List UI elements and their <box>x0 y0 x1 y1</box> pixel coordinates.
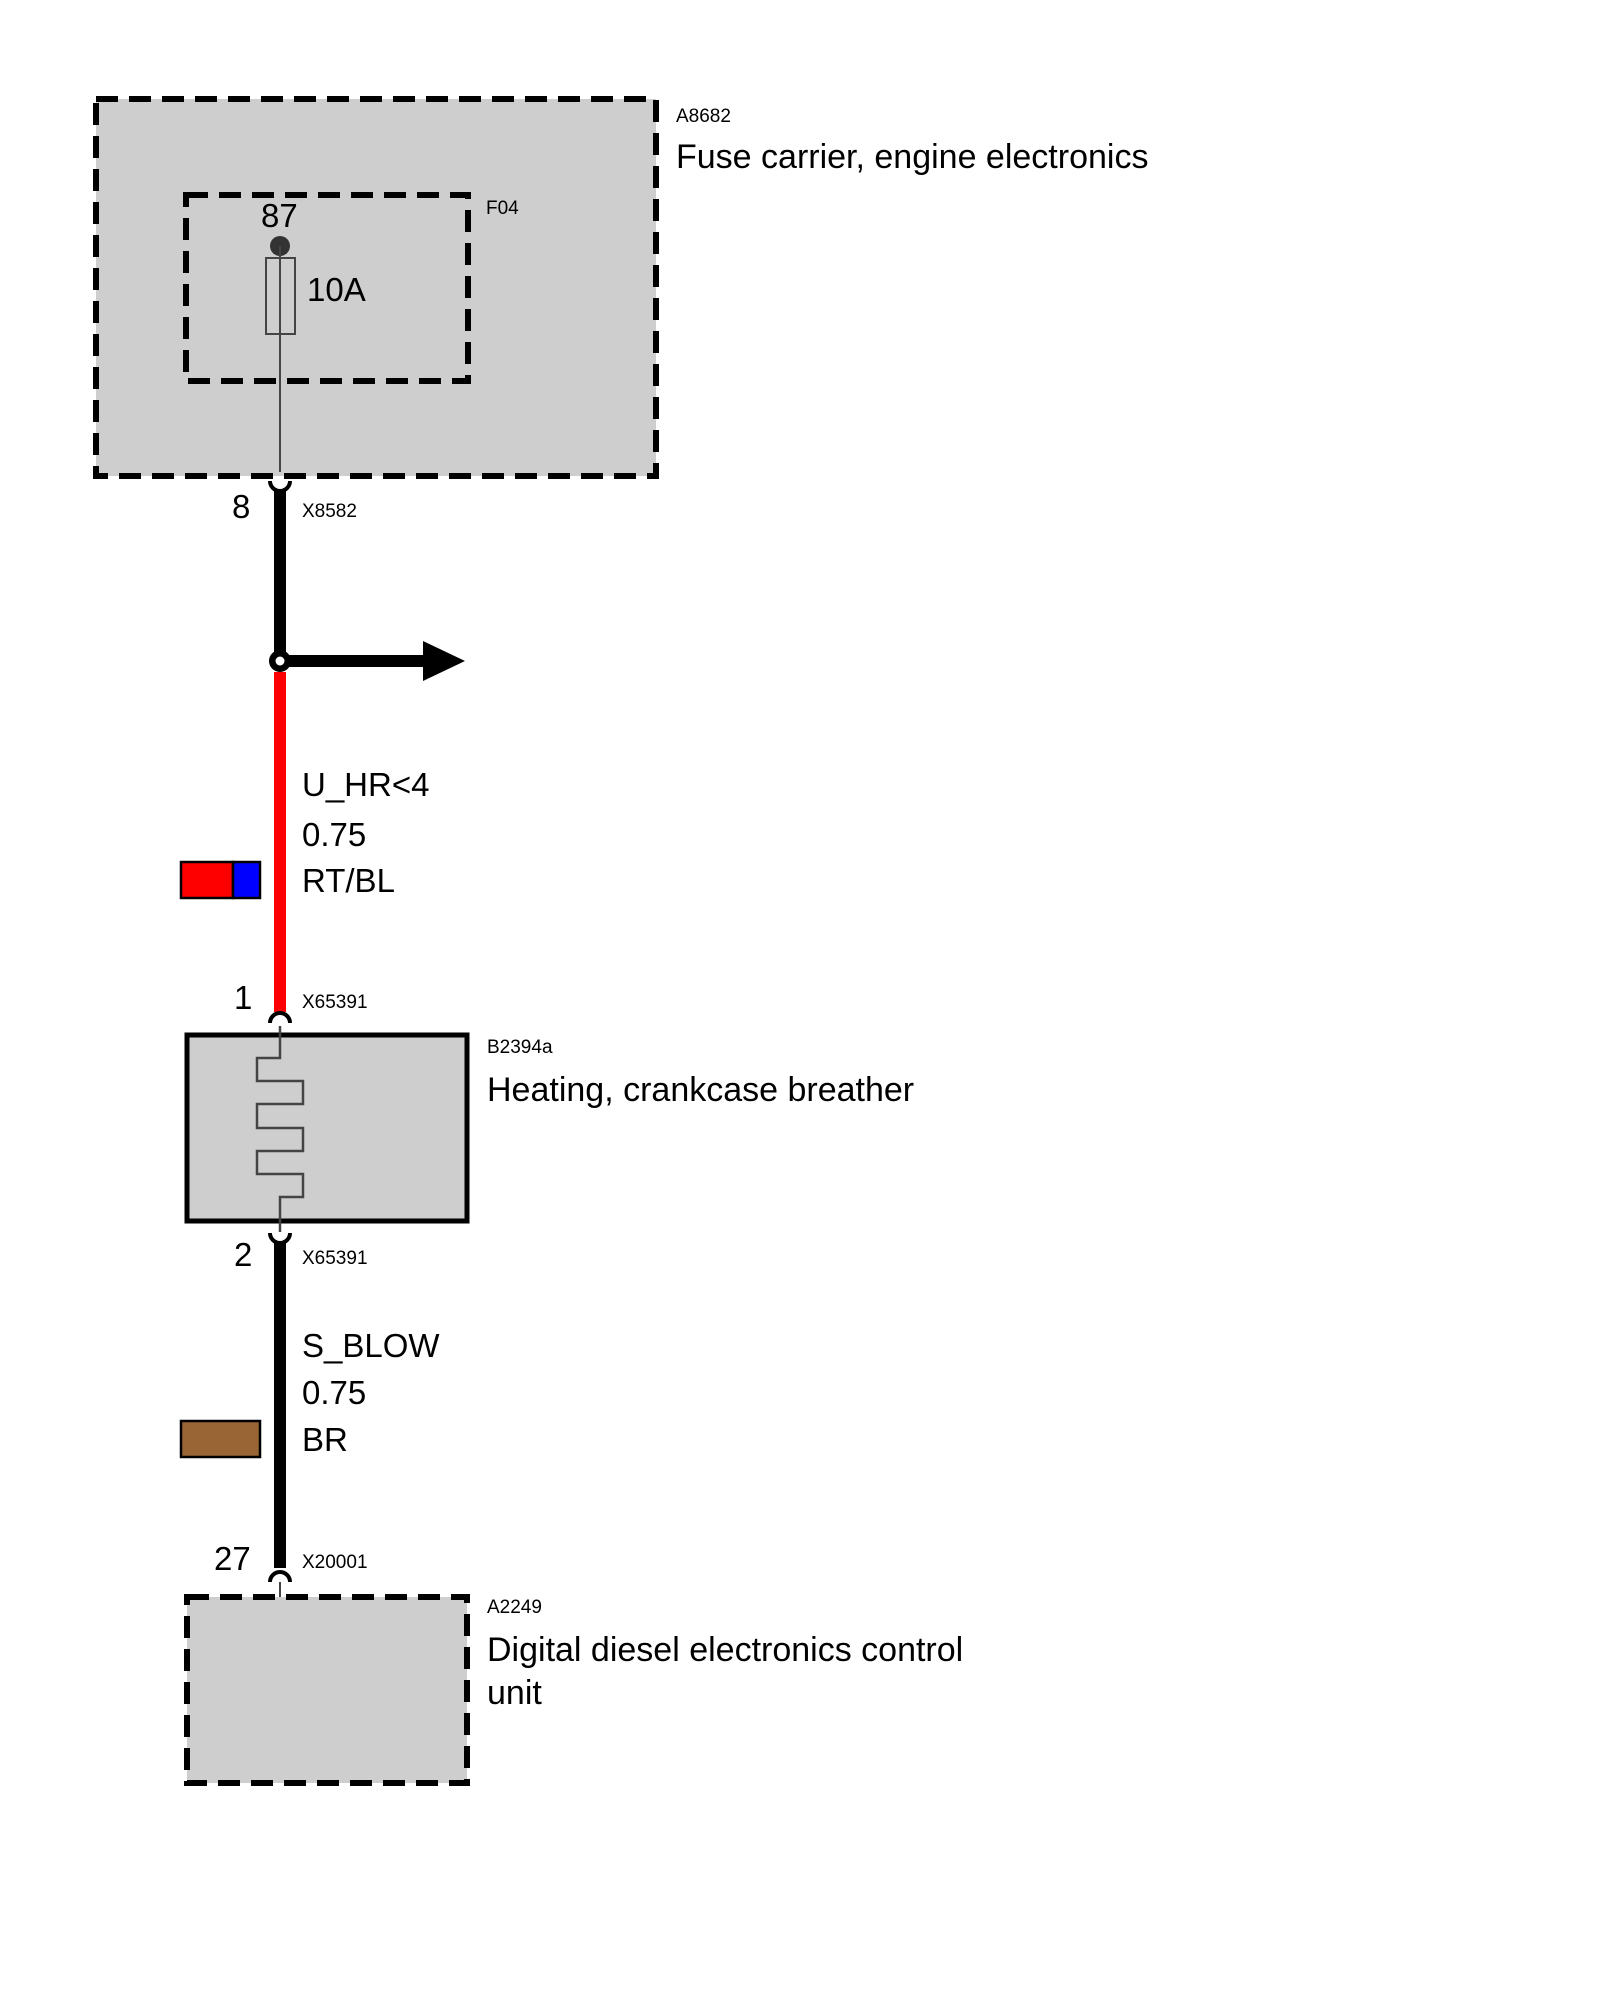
fuse-carrier-id: A8682 <box>676 106 731 127</box>
ecu-name-line2: unit <box>487 1674 542 1712</box>
fuse-pin-label: 87 <box>261 197 298 234</box>
fuse-rating: 10A <box>307 271 366 308</box>
branch-arrow-icon[interactable] <box>423 641 465 681</box>
connector-x65391-pin1: 1 <box>234 979 252 1016</box>
fuse-carrier-name: Fuse carrier, engine electronics <box>676 138 1148 176</box>
connector-x8582-id: X8582 <box>302 501 357 522</box>
heater-id: B2394a <box>487 1037 553 1058</box>
wire-signal-signal: S_BLOW <box>302 1327 440 1364</box>
splice-dot-center <box>275 656 285 666</box>
connector-x20001-id: X20001 <box>302 1552 368 1573</box>
wire-supply-swatch-red <box>179 860 235 900</box>
wire-supply-gauge: 0.75 <box>302 816 366 853</box>
wire-supply-swatch-blue <box>231 860 262 900</box>
ecu-name-line1: Digital diesel electronics control <box>487 1631 963 1669</box>
connector-x8582-pin: 8 <box>232 488 250 525</box>
connector-x65391-bottom-icon <box>268 1232 292 1245</box>
connector-x20001-pin: 27 <box>214 1540 251 1577</box>
ecu-id: A2249 <box>487 1597 542 1618</box>
wire-signal-color-code: BR <box>302 1421 348 1458</box>
connector-x65391-id-bottom: X65391 <box>302 1248 368 1269</box>
wire-signal-gauge: 0.75 <box>302 1374 366 1411</box>
wire-supply-signal: U_HR<4 <box>302 766 429 803</box>
wire-signal-swatch-brown <box>179 1419 262 1459</box>
connector-x65391-pin2: 2 <box>234 1236 252 1273</box>
heater-name: Heating, crankcase breather <box>487 1071 914 1109</box>
heater-box <box>184 1032 470 1224</box>
connector-x20001-icon <box>268 1570 292 1583</box>
connector-x65391-id-top: X65391 <box>302 992 368 1013</box>
connector-x65391-top-icon <box>268 1011 292 1024</box>
wire-supply-color-code: RT/BL <box>302 862 395 899</box>
fuse-box <box>183 192 471 384</box>
ecu-box <box>184 1594 470 1786</box>
heating-element-icon <box>255 1026 305 1232</box>
connector-x8582-icon <box>268 480 292 493</box>
fuse-id: F04 <box>486 198 519 219</box>
